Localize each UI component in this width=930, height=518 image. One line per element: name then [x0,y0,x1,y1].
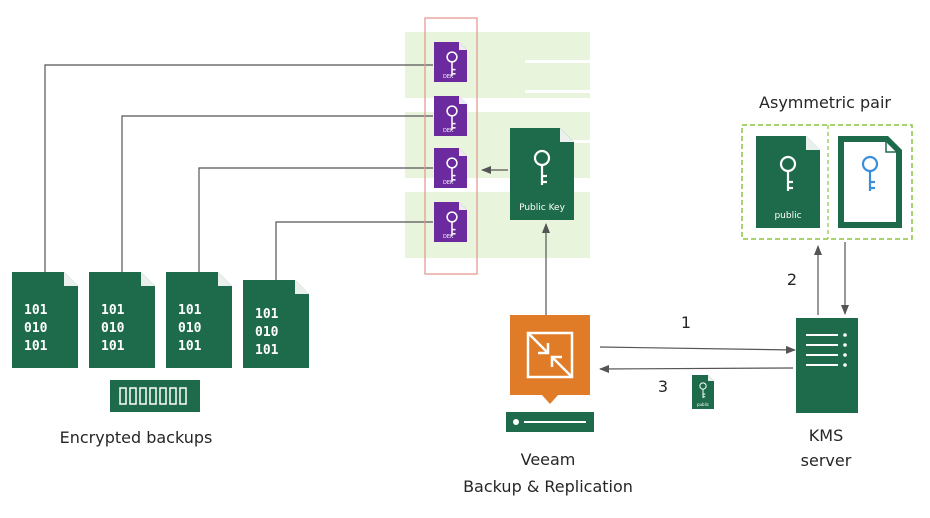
step-3-label: 3 [658,377,668,396]
step-2-label: 2 [787,270,797,289]
backup-bits: 101 [24,339,48,354]
connector-line [275,221,433,280]
private-key-icon [861,155,879,191]
dek-file-tag: DEK [443,74,454,80]
encrypted-backups-label: Encrypted backups [60,428,213,447]
kms-label-line1: KMS [809,426,843,445]
small-public-key-file: public [692,375,714,409]
dek-file-tag: DEK [443,128,454,134]
veeam-label-line2: Backup & Replication [463,477,633,496]
public-key-file: Public Key [510,128,574,220]
small-key-tag: public [697,402,709,407]
backup-file: 101 010 101 [166,272,232,368]
veeam-server-icon [506,315,594,432]
backup-bits: 101 [178,303,202,318]
step-1-label: 1 [681,313,691,332]
public-tag-label: public [774,211,801,221]
dek-file: DEK [434,202,467,242]
backup-bits: 101 [178,339,202,354]
private-key-pair-file [838,136,902,228]
public-key-label: Public Key [519,203,565,213]
connector-line [121,115,433,272]
public-key-pair-file: public [756,136,820,228]
kms-label-line2: server [801,451,852,470]
dek-file: DEK [434,148,467,188]
backup-bits: 101 [101,339,125,354]
backup-bits: 101 [255,343,279,358]
backup-bits: 010 [255,325,279,340]
dek-file-tag: DEK [443,180,454,186]
backup-bits: 010 [24,321,48,336]
backup-file: 101 010 101 [12,272,78,368]
connector-line [44,64,433,272]
backup-bits: 101 [255,307,279,322]
asymmetric-pair-label: Asymmetric pair [759,93,891,112]
dek-file-tag: DEK [443,234,454,240]
asymmetric-pair-border [741,124,913,240]
backup-bits: 101 [101,303,125,318]
encrypted-dek-files: DEK DEK DEK DEK [434,42,467,242]
backup-dek-connectors [44,64,433,280]
backup-storage-icon [110,380,200,412]
veeam-label-line1: Veeam [521,450,576,469]
step-1-arrow [599,345,796,354]
backup-file: 101 010 101 [243,280,309,368]
dek-group-border [424,17,478,275]
backup-bits: 010 [178,321,202,336]
backup-bits: 101 [24,303,48,318]
encrypted-backup-files: 101 010 101 101 010 101 101 010 101 101 … [12,272,309,368]
backup-bits: 010 [101,321,125,336]
kms-server-icon [796,318,858,413]
connector-line [198,167,433,272]
dek-file: DEK [434,42,467,82]
backup-file: 101 010 101 [89,272,155,368]
step-3-arrow [599,364,794,373]
dek-file: DEK [434,96,467,136]
